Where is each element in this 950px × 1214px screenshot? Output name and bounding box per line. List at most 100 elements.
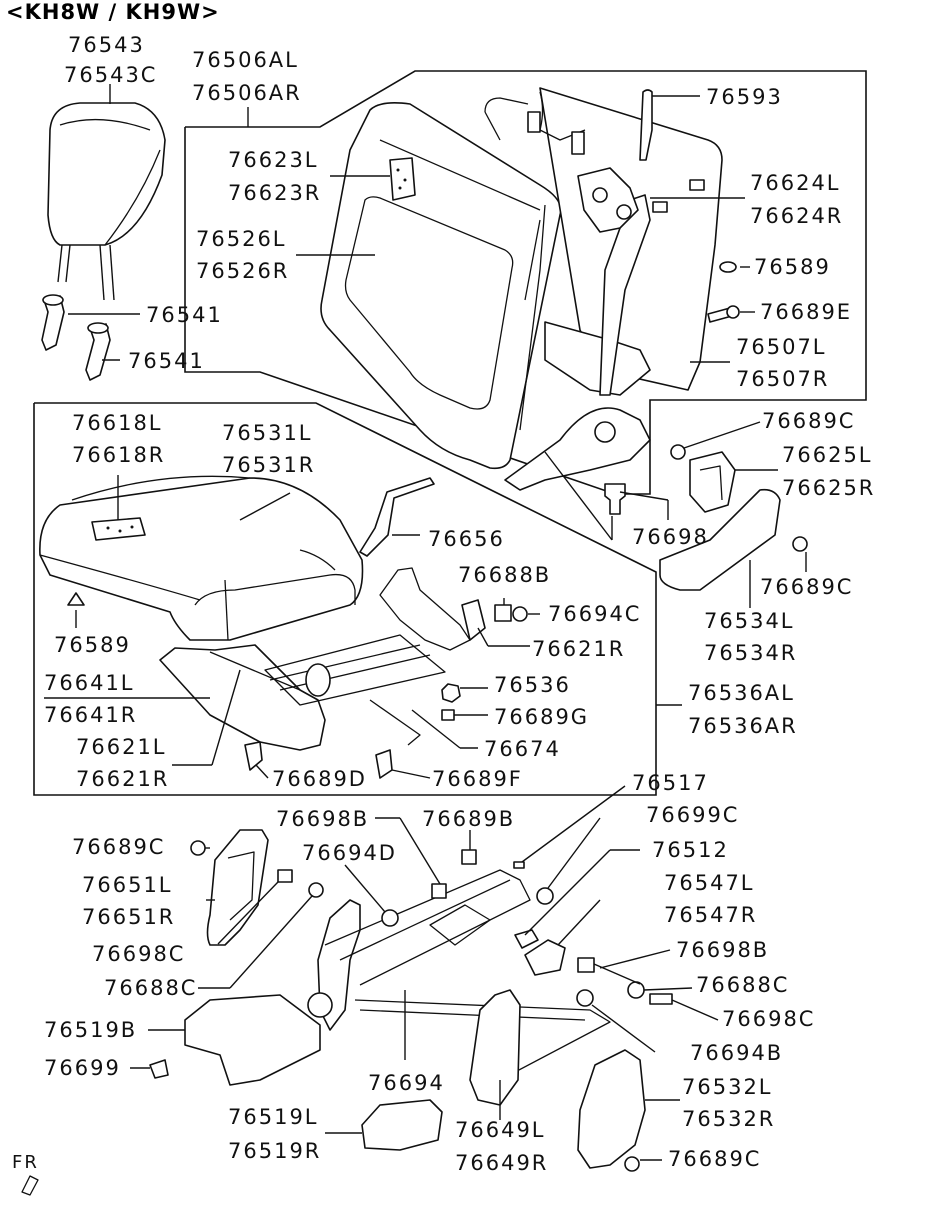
side-cover-76534: [659, 488, 781, 591]
cover-76532: [577, 1049, 646, 1169]
label-76689D: 76689D: [272, 767, 367, 791]
bolt-76689C-upper: [670, 444, 686, 460]
seatback-cover-drawing: [320, 102, 562, 470]
label-76519L: 76519L: [228, 1105, 319, 1129]
label-76656: 76656: [428, 527, 505, 551]
seatback-group-frame: [184, 70, 867, 495]
label-76541-upper: 76541: [146, 303, 223, 327]
label-76547R: 76547R: [664, 903, 757, 927]
label-76689C-bottom: 76689C: [668, 1147, 761, 1171]
cushion-group-frame: [33, 402, 682, 796]
headrest-guide-2: [85, 322, 111, 381]
lock-76547: [524, 939, 566, 976]
label-76624L: 76624L: [750, 171, 841, 195]
label-76532L: 76532L: [682, 1075, 773, 1099]
nut-76694C: [512, 606, 528, 622]
seatback-frame-drawing: [484, 87, 723, 491]
bolt-76698: [604, 483, 626, 515]
bolt-76698B-left: [431, 883, 447, 899]
label-76689C-upper: 76689C: [762, 409, 855, 433]
bolt-76698B-right: [577, 957, 595, 973]
bolt-76689G: [441, 709, 455, 721]
washer-76688C-left: [308, 882, 324, 898]
label-76526R: 76526R: [196, 259, 289, 283]
label-76623L: 76623L: [228, 148, 319, 172]
screw-76689E: [707, 305, 740, 323]
label-76698: 76698: [632, 525, 709, 549]
spring-76512: [514, 929, 539, 949]
label-76698C-right: 76698C: [722, 1007, 815, 1031]
label-76621L: 76621L: [76, 735, 167, 759]
bolt-76689C-side: [792, 536, 808, 552]
label-76618L: 76618L: [72, 411, 163, 435]
label-76517: 76517: [632, 771, 709, 795]
label-76625L: 76625L: [782, 443, 873, 467]
nut-76694B: [576, 989, 594, 1007]
recliner-handle: [639, 89, 653, 161]
bolt-76689B: [461, 849, 477, 865]
label-76641L: 76641L: [44, 671, 135, 695]
label-76536AR: 76536AR: [688, 714, 798, 738]
headrest-guide-1: [41, 294, 65, 351]
label-76689B: 76689B: [422, 807, 515, 831]
cover-76519B: [184, 994, 321, 1086]
bolt-76698C-right: [649, 993, 673, 1005]
cushion-heater-pad: [91, 517, 146, 541]
label-76694D: 76694D: [302, 841, 397, 865]
label-76543C: 76543C: [64, 63, 157, 87]
side-shield-76651: [206, 829, 269, 946]
label-76507L: 76507L: [736, 335, 827, 359]
cushion-clip-76589: [67, 592, 85, 606]
fr-arrow-icon: [21, 1175, 39, 1196]
label-76651L: 76651L: [82, 873, 173, 897]
label-76589-cushion: 76589: [54, 633, 131, 657]
seat-cushion-drawing: [39, 475, 364, 641]
label-76526L: 76526L: [196, 227, 287, 251]
seatback-clip-76589: [719, 261, 737, 273]
fr-marker: FR: [12, 1152, 39, 1173]
label-76534R: 76534R: [704, 641, 797, 665]
label-76674: 76674: [484, 737, 561, 761]
hinge-cover-76625: [689, 451, 736, 513]
label-76512: 76512: [652, 838, 729, 862]
leader-lines: [44, 84, 807, 1161]
label-76688C-left: 76688C: [104, 976, 197, 1000]
label-76625R: 76625R: [782, 476, 875, 500]
label-76543: 76543: [68, 33, 145, 57]
washer-76688C-right: [627, 981, 645, 999]
label-76519B: 76519B: [44, 1018, 137, 1042]
pin-76517: [513, 861, 525, 869]
washer-76699C: [536, 887, 554, 905]
label-76531L: 76531L: [222, 421, 313, 445]
label-76699C: 76699C: [646, 803, 739, 827]
diagram-title: <KH8W / KH9W>: [6, 0, 220, 24]
label-76547L: 76547L: [664, 871, 755, 895]
bolt-76689C-bottom: [624, 1156, 640, 1172]
label-76699: 76699: [44, 1056, 121, 1080]
label-76534L: 76534L: [704, 609, 795, 633]
label-76641R: 76641R: [44, 703, 137, 727]
headrest-drawing: [47, 102, 166, 301]
label-76698B-left: 76698B: [276, 807, 369, 831]
label-76541-lower: 76541: [128, 349, 205, 373]
label-76621R: 76621R: [532, 637, 625, 661]
label-76689G: 76689G: [494, 705, 589, 729]
seatback-heater-pad: [389, 157, 416, 201]
label-76507R: 76507R: [736, 367, 829, 391]
label-76689E: 76689E: [760, 300, 852, 324]
label-76536AL: 76536AL: [688, 681, 795, 705]
bolt-76698C: [277, 869, 293, 883]
seat-lever-76656: [359, 477, 435, 557]
riser-frame-drawing: [307, 869, 611, 1106]
clip-76699: [149, 1059, 169, 1079]
label-76694: 76694: [368, 1071, 445, 1095]
label-76651R: 76651R: [82, 905, 175, 929]
bolt-76689F: [375, 749, 393, 779]
label-76689C-side: 76689C: [760, 575, 853, 599]
label-76688C-right: 76688C: [696, 973, 789, 997]
bolt-76689C-lower: [190, 840, 206, 856]
bolt-76689D: [244, 741, 263, 771]
label-76589-back: 76589: [754, 255, 831, 279]
label-76519R: 76519R: [228, 1139, 321, 1163]
